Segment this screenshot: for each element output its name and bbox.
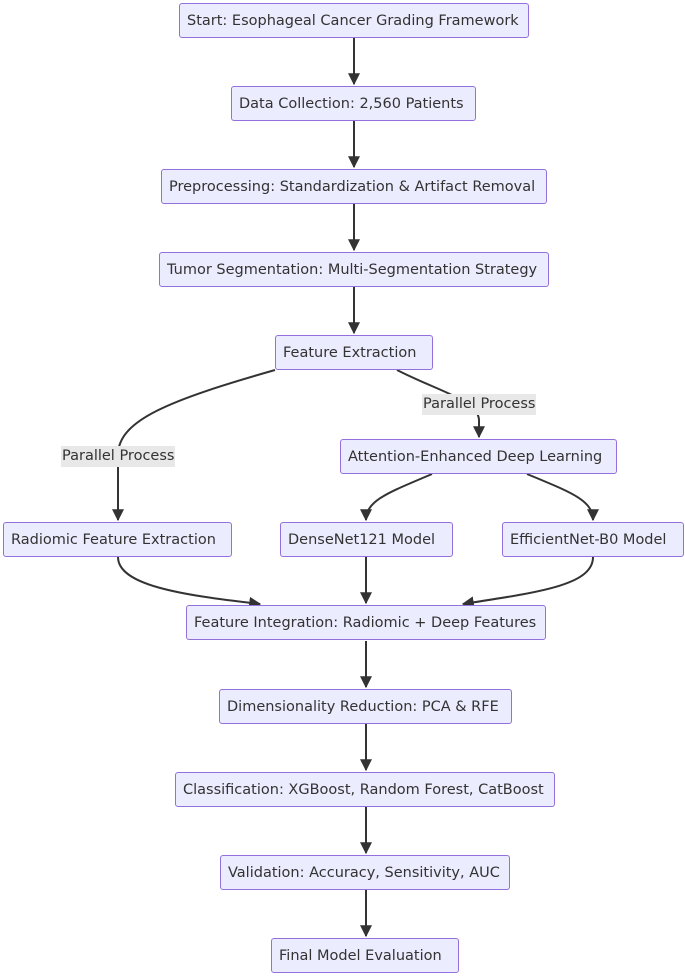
node-dimensionality-reduction[interactable]: Dimensionality Reduction: PCA & RFE bbox=[219, 689, 512, 724]
node-radiomic-feature-extraction[interactable]: Radiomic Feature Extraction bbox=[3, 522, 232, 557]
node-efficientnet-b0[interactable]: EfficientNet-B0 Model bbox=[502, 522, 684, 557]
edge-label-parallel-right: Parallel Process bbox=[422, 394, 537, 415]
node-tumor-segmentation[interactable]: Tumor Segmentation: Multi-Segmentation S… bbox=[159, 252, 549, 287]
node-feature-integration[interactable]: Feature Integration: Radiomic + Deep Fea… bbox=[186, 605, 546, 640]
edge-feature-radiomic bbox=[112, 369, 276, 522]
node-attention-deep-learning[interactable]: Attention-Enhanced Deep Learning bbox=[340, 439, 617, 474]
node-start[interactable]: Start: Esophageal Cancer Grading Framewo… bbox=[179, 3, 529, 38]
edge-attention-densenet bbox=[360, 473, 433, 522]
edge-radiomic-integration bbox=[117, 556, 262, 609]
edge-attention-efficientnet bbox=[526, 473, 599, 522]
node-preprocessing[interactable]: Preprocessing: Standardization & Artifac… bbox=[161, 169, 547, 204]
node-data-collection[interactable]: Data Collection: 2,560 Patients bbox=[231, 86, 476, 121]
node-final-evaluation[interactable]: Final Model Evaluation bbox=[271, 938, 459, 973]
edge-efficientnet-integration bbox=[461, 556, 594, 609]
node-densenet121[interactable]: DenseNet121 Model bbox=[280, 522, 453, 557]
node-validation[interactable]: Validation: Accuracy, Sensitivity, AUC bbox=[220, 855, 510, 890]
node-feature-extraction[interactable]: Feature Extraction bbox=[275, 335, 433, 370]
edge-label-parallel-left: Parallel Process bbox=[61, 446, 176, 467]
node-classification[interactable]: Classification: XGBoost, Random Forest, … bbox=[175, 772, 555, 807]
